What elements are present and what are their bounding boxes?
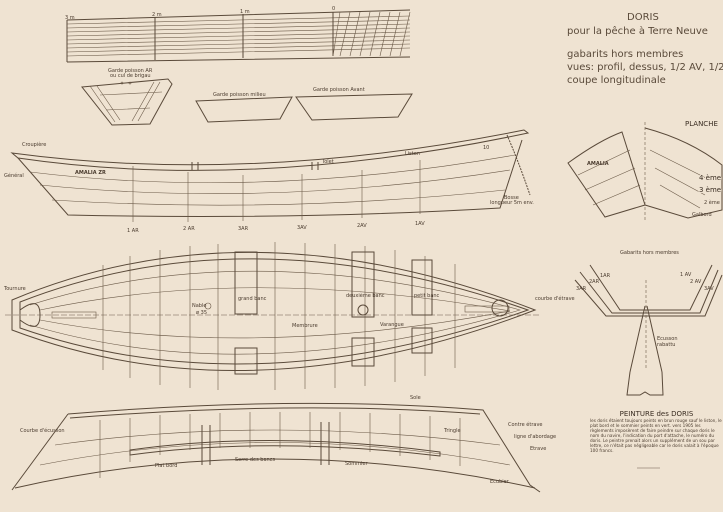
boat-name: AMALIA ZR (75, 170, 106, 176)
svg-text:Sommier: Sommier (345, 461, 368, 467)
bench-label: deuxième banc (346, 292, 385, 299)
svg-text:AMALIA: AMALIA (587, 161, 609, 167)
svg-text:Ecusson: Ecusson (657, 336, 678, 342)
station-label: 1AV (415, 221, 425, 227)
svg-text:2AR: 2AR (589, 279, 600, 285)
svg-text:Etrave: Etrave (530, 446, 546, 452)
svg-text:Tournure: Tournure (3, 286, 26, 292)
svg-text:Bosse: Bosse (504, 195, 519, 201)
plank-label: 4 ème (699, 174, 721, 182)
paint-note-text: les doris étaient toujours peints en bru… (590, 418, 722, 453)
plank-label: Galbord (692, 212, 712, 218)
drawing-title: DORIS (627, 12, 659, 23)
paint-note-title: PEINTURE des DORIS (619, 410, 694, 418)
boat-profile-view: Croupière Général AMALIA ZR Tolet Liston… (4, 129, 534, 234)
svg-text:Nable: Nable (192, 303, 206, 309)
svg-text:10: 10 (483, 145, 489, 151)
svg-text:Général: Général (4, 172, 24, 179)
drawing-caption-line: gabarits hors membres (567, 49, 684, 60)
svg-text:ligne d'abordage: ligne d'abordage (514, 434, 556, 440)
scale-bar: 3 m 2 m 1 m 0 (65, 6, 411, 63)
svg-text:Tringle: Tringle (443, 428, 461, 434)
fish-well-middle: Garde poisson milieu (195, 92, 293, 123)
svg-text:Ecubier: Ecubier (490, 479, 510, 485)
svg-text:2 AV: 2 AV (690, 279, 702, 285)
svg-text:Liston: Liston (405, 151, 420, 157)
svg-text:ou cul de brigau: ou cul de brigau (110, 73, 151, 79)
scale-label: 2 m (152, 12, 162, 18)
svg-text:Garde poisson Avant: Garde poisson Avant (313, 87, 365, 93)
planche-label: PLANCHE (685, 120, 718, 128)
half-sections-view: PLANCHE AMALIA 4 ème 3 ème 2 ème Galbord (567, 119, 723, 222)
boat-plan-view: Tournure courbe d'étrave Nable ø 35 gran… (3, 242, 575, 390)
station-label: 1 AR (127, 228, 139, 234)
svg-text:1AR: 1AR (600, 273, 611, 279)
bench-label: grand banc (238, 296, 267, 302)
station-label: 3AV (297, 225, 307, 231)
svg-text:Croupière: Croupière (22, 141, 46, 148)
drawing-caption-line: coupe longitudinale (567, 75, 666, 86)
svg-text:3AV: 3AV (704, 286, 714, 292)
scale-label: 3 m (65, 15, 75, 21)
svg-text:Sole: Sole (410, 395, 421, 401)
bench-label: petit banc (414, 293, 440, 299)
svg-text:Tolet: Tolet (321, 159, 334, 165)
fish-well-aft: Garde poisson AR ou cul de brigau (81, 68, 173, 126)
svg-text:Varangue: Varangue (380, 322, 404, 328)
svg-text:ø 35: ø 35 (196, 310, 207, 316)
scale-label: 0 (332, 6, 335, 12)
gabarits-view: Gabarits hors membres 1AR 2AR 3AR 1 AV 2… (574, 250, 723, 469)
fish-well-fore: Garde poisson Avant (295, 87, 413, 121)
plank-label: 2 ème (704, 199, 720, 206)
station-label: 2 AR (183, 226, 195, 232)
svg-text:courbe d'étrave: courbe d'étrave (535, 295, 575, 302)
station-label: 3AR (238, 226, 249, 232)
svg-text:Gabarits hors membres: Gabarits hors membres (620, 250, 679, 256)
svg-text:Garde poisson milieu: Garde poisson milieu (213, 92, 266, 98)
svg-text:Garde poisson AR: Garde poisson AR (108, 68, 153, 74)
svg-text:Serre des bancs: Serre des bancs (235, 457, 275, 463)
drawing-caption-line: vues: profil, dessus, 1/2 AV, 1/2 AR (567, 62, 723, 73)
svg-text:longueur 5m env.: longueur 5m env. (490, 200, 534, 206)
svg-text:rabattu: rabattu (657, 342, 675, 348)
svg-text:Courbe d'écusson: Courbe d'écusson (20, 427, 65, 434)
scale-label: 1 m (240, 9, 250, 15)
svg-text:Plat bord: Plat bord (155, 463, 177, 469)
plank-label: 3 ème (699, 186, 721, 194)
svg-text:Membrure: Membrure (292, 323, 318, 329)
paint-note: PEINTURE des DORIS les doris étaient tou… (590, 410, 723, 454)
drawing-subtitle: pour la pêche à Terre Neuve (567, 26, 708, 37)
longitudinal-section: Courbe d'écusson Sole Tringle Contre étr… (11, 395, 556, 493)
svg-text:Contre étrave: Contre étrave (508, 421, 542, 428)
svg-text:3AR: 3AR (576, 286, 587, 292)
svg-text:1 AV: 1 AV (680, 272, 692, 278)
station-label: 2AV (357, 223, 367, 229)
